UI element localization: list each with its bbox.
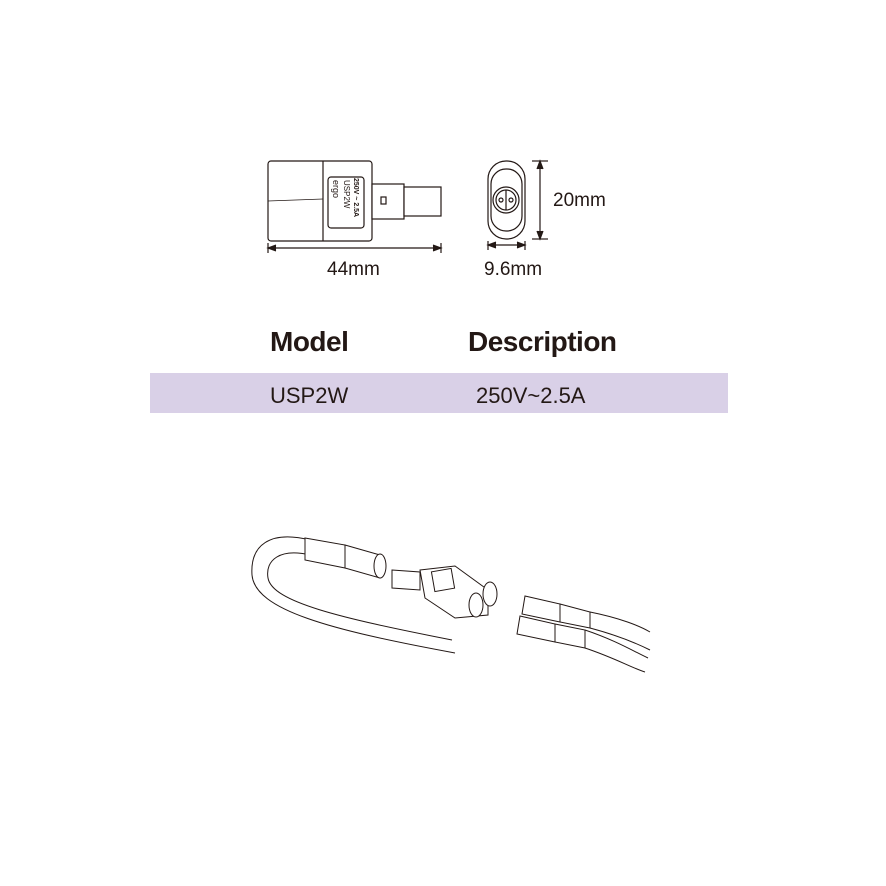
height-dimension-label: 20mm (553, 190, 606, 211)
table-header-model: Model (270, 326, 349, 357)
label-brand: ergo (331, 180, 341, 198)
table-header-description: Description (468, 326, 617, 357)
table-cell-model: USP2W (270, 383, 349, 408)
label-model: USP2W (342, 180, 351, 209)
table-cell-description: 250V~2.5A (476, 383, 586, 408)
connector-illustration (251, 536, 651, 673)
width-dimension-label: 9.6mm (484, 259, 543, 280)
length-dimension-label: 44mm (327, 259, 380, 280)
top-view-drawing: ergo USP2W 250V ~ 2.5A (266, 160, 443, 253)
table-row (150, 373, 728, 413)
front-view-drawing (486, 159, 548, 250)
label-rating: 250V ~ 2.5A (352, 178, 359, 217)
